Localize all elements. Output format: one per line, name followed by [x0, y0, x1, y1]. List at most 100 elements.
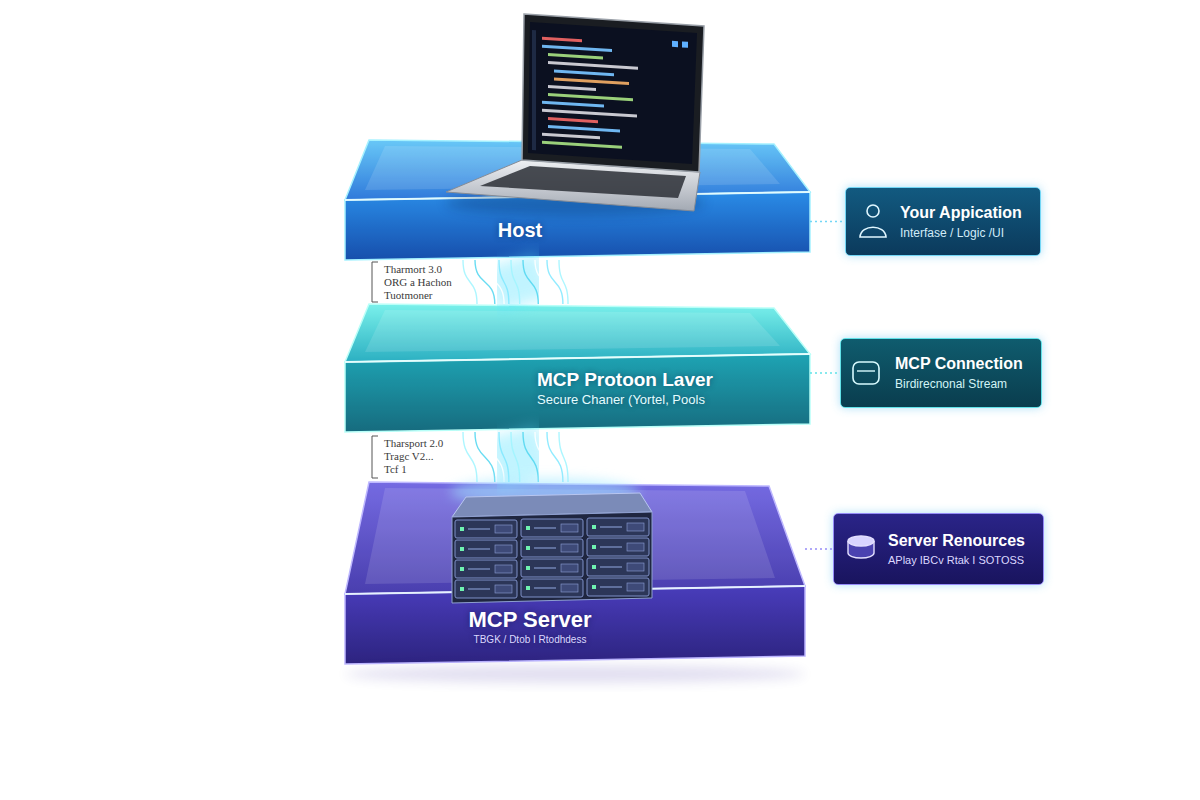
beam-glow — [511, 260, 525, 304]
slab-top-face — [345, 304, 810, 362]
layer-slab: MCP Protoon LaverSecure Chaner (Yortel, … — [345, 304, 810, 432]
resource-icon — [848, 536, 874, 546]
rack-top — [452, 493, 652, 517]
laptop-shadow — [445, 191, 705, 215]
code-line — [548, 85, 596, 91]
connection-icon — [857, 370, 875, 371]
code-line — [542, 37, 582, 43]
server-glow — [450, 478, 640, 506]
slab-edge-glow — [345, 354, 810, 362]
connector — [810, 373, 840, 374]
note-holder: Tharsport 2.0 Tragc V2... Tcf 1 — [384, 437, 448, 476]
leader-line — [810, 221, 845, 222]
callout-box: Your AppicationInterfase / Logic /UI — [845, 187, 1041, 256]
server-unit — [455, 580, 517, 598]
beam-strand — [511, 260, 520, 304]
slab-top-face — [345, 482, 805, 594]
connector — [463, 260, 568, 304]
window-icon — [682, 41, 688, 47]
code-sidebar — [532, 30, 536, 150]
callout-subtitle: Birdirecnonal Stream — [895, 377, 1025, 392]
server-unit — [521, 539, 583, 557]
callout-subtitle: Interfase / Logic /UI — [900, 226, 1024, 241]
leader-line — [810, 372, 840, 373]
slab-text-box: MCP ServerTBGK / Dtob I Rtodhdess — [415, 606, 645, 646]
slab-text-box: MCP Protoon LaverSecure Chaner (Yortel, … — [537, 368, 799, 408]
beam-strand — [547, 432, 563, 482]
slab-front-face — [345, 354, 810, 432]
connector — [463, 432, 568, 482]
slab-text-box: Host — [455, 218, 585, 243]
server-unit — [587, 518, 649, 536]
beam-strand — [523, 432, 538, 482]
beam-strand — [463, 432, 477, 482]
user-icon — [860, 227, 886, 237]
code-line — [554, 69, 614, 76]
server-unit — [587, 578, 649, 596]
beam-strand — [559, 260, 568, 304]
floor-shadow — [345, 665, 805, 683]
server-unit — [521, 559, 583, 577]
callout-title: MCP Connection — [895, 354, 1025, 374]
resource-icon — [848, 541, 874, 558]
beam-strand — [463, 260, 477, 304]
note-holder: Tharmort 3.0 ORG a Hachon Tuotmoner — [384, 263, 458, 302]
layer-title: MCP Protoon Laver — [537, 368, 799, 392]
beam-strand — [499, 260, 509, 304]
code-line — [548, 53, 603, 59]
server-unit — [455, 520, 517, 538]
side-note: Tharsport 2.0 Tragc V2... Tcf 1 — [384, 437, 448, 476]
slab-shape — [345, 304, 810, 432]
beam-strand — [559, 432, 568, 482]
beam-strand — [535, 432, 555, 482]
layer-slab: Host — [345, 140, 810, 260]
window-icon — [672, 41, 678, 47]
laptop-keyboard — [480, 166, 686, 198]
code-line — [542, 133, 600, 140]
slab-shape — [345, 140, 810, 260]
code-line — [548, 117, 598, 123]
beam-strand — [523, 260, 538, 304]
beam-strand — [511, 432, 520, 482]
laptop-base — [446, 160, 700, 211]
code-line — [554, 77, 629, 85]
beam-strand — [535, 260, 555, 304]
beam-strand — [499, 432, 509, 482]
slab-top-sheen — [365, 488, 775, 584]
code-line — [542, 45, 612, 52]
server-unit — [455, 560, 517, 578]
code-line — [542, 109, 637, 118]
side-note: Tharmort 3.0 ORG a Hachon Tuotmoner — [384, 263, 458, 302]
slab-edge-glow — [345, 586, 805, 594]
callout-title: Your Appication — [900, 203, 1024, 223]
server-unit — [587, 538, 649, 556]
bracket — [372, 436, 378, 478]
leader-line — [805, 548, 833, 549]
laptop-display — [528, 22, 697, 164]
server-unit — [455, 540, 517, 558]
layer-subtitle: Secure Chaner (Yortel, Pools — [537, 392, 799, 408]
bracket — [372, 262, 378, 302]
server-unit — [521, 519, 583, 537]
code-line — [548, 125, 620, 133]
user-icon — [867, 205, 879, 217]
slab-top-face — [345, 140, 810, 200]
layer-slab: MCP ServerTBGK / Dtob I Rtodhdess — [345, 482, 805, 664]
server-unit — [587, 558, 649, 576]
connector — [805, 549, 833, 550]
callout-box: Server RenourcesAPlay IBCv Rtak I SOTOSS — [833, 513, 1044, 585]
code-line — [548, 93, 633, 101]
slab-top-sheen — [365, 146, 780, 190]
slab-front-face — [345, 192, 810, 260]
connection-icon — [853, 362, 879, 384]
slab-front-face — [345, 586, 805, 664]
layer-subtitle: TBGK / Dtob I Rtodhdess — [415, 634, 645, 647]
code-line — [548, 61, 638, 70]
laptop-lid — [522, 14, 704, 172]
server-unit — [521, 579, 583, 597]
beam-strand — [475, 432, 495, 482]
callout-box: MCP ConnectionBirdirecnonal Stream — [840, 338, 1042, 408]
connector — [810, 221, 845, 222]
slab-top-sheen — [365, 310, 780, 352]
